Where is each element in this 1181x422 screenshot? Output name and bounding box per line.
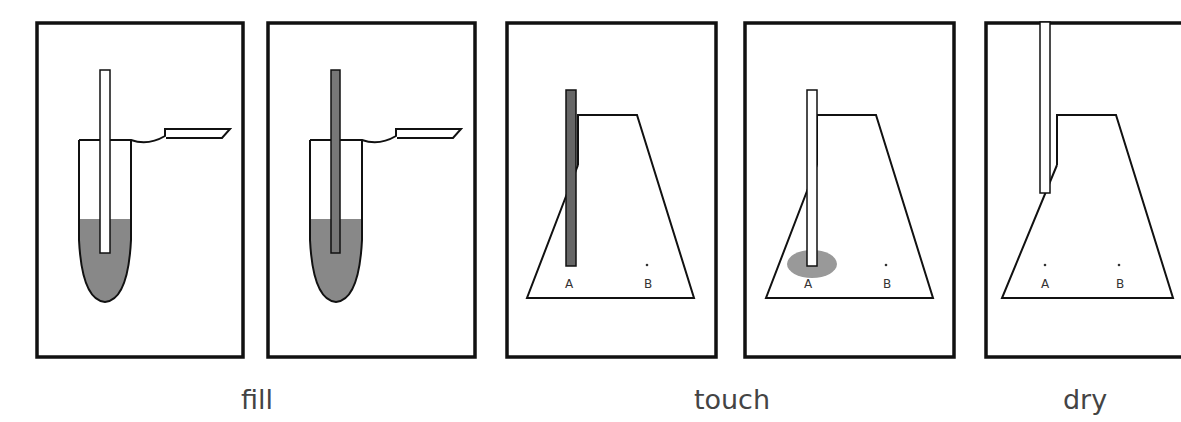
spot-label: B (644, 277, 652, 291)
spot-label: A (565, 277, 573, 291)
panel-caption: touch (694, 384, 770, 415)
tube (310, 70, 461, 302)
spot-label: B (1116, 277, 1124, 291)
spot-label: A (804, 277, 812, 291)
plate (527, 90, 694, 298)
plate (1002, 22, 1173, 298)
plate (766, 90, 933, 298)
panel-caption: fill (241, 384, 273, 415)
panel-frames (37, 23, 1181, 357)
tube (79, 70, 230, 302)
spot-label: A (1041, 277, 1049, 291)
panel-caption: dry (1063, 384, 1107, 415)
spot-label: B (883, 277, 891, 291)
